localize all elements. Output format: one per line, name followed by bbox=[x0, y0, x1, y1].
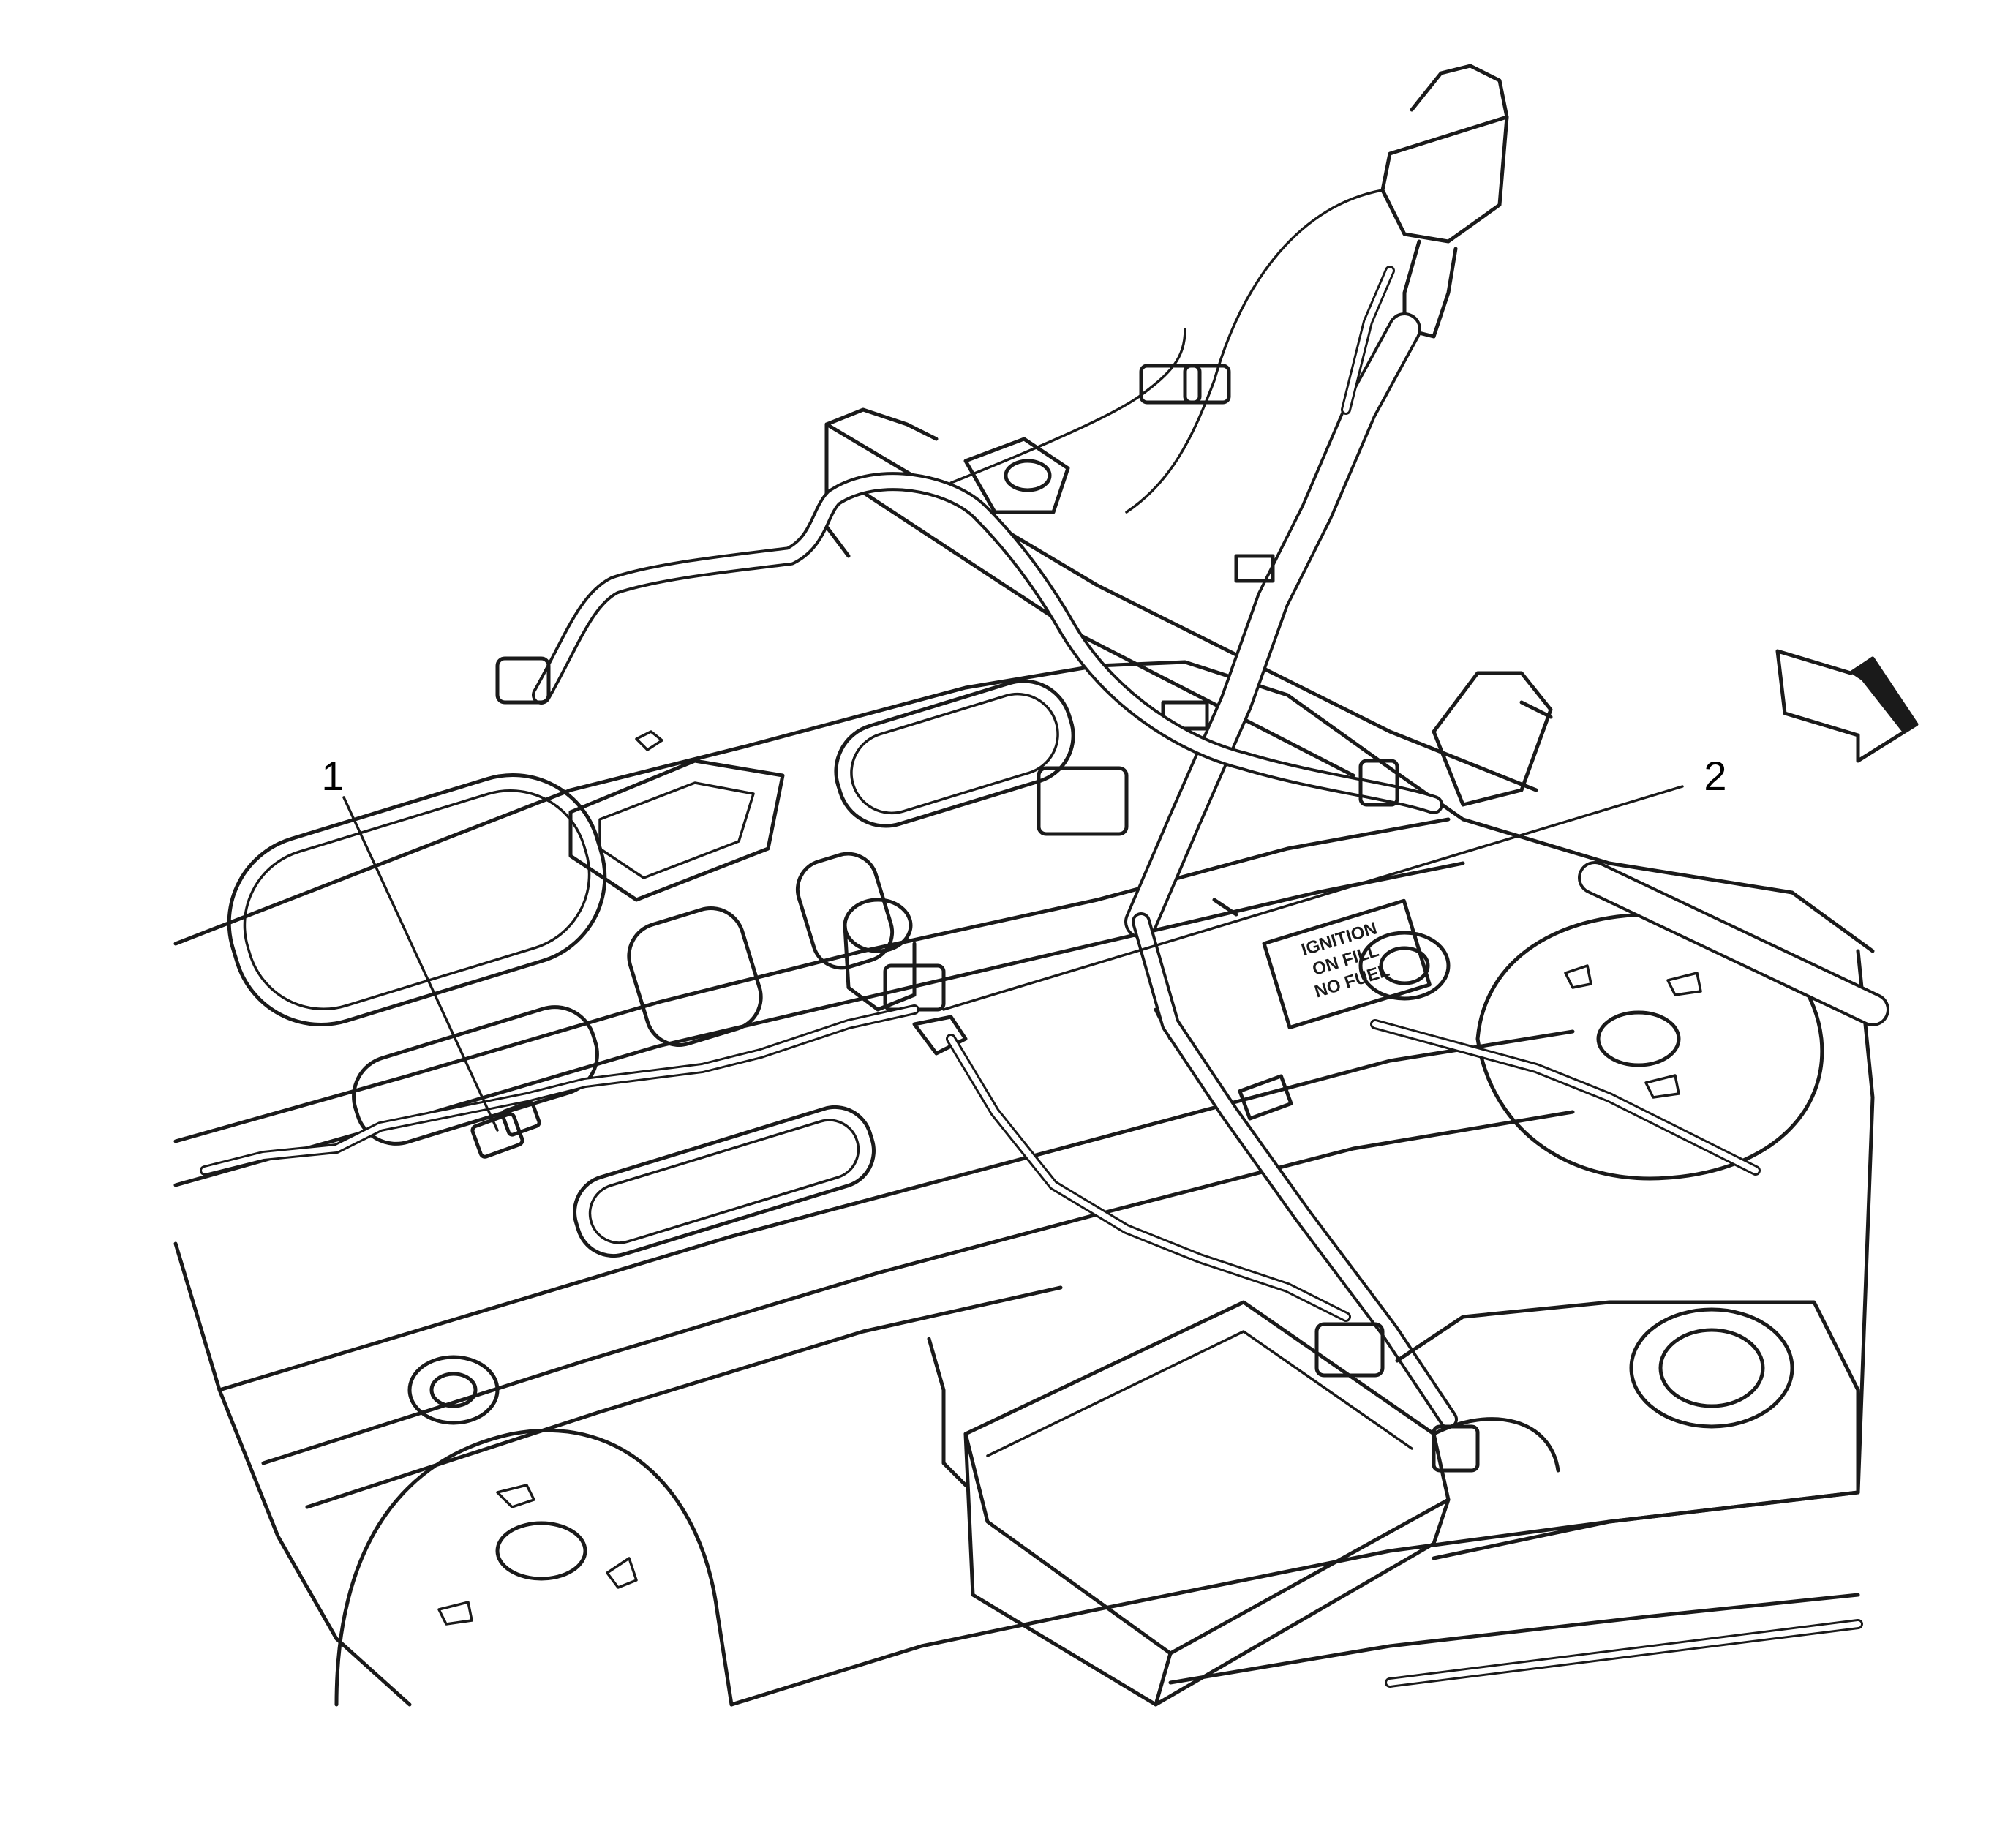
callout-1: 1 bbox=[321, 753, 499, 1132]
fuel-tank bbox=[1395, 1300, 1860, 1560]
floor-openings bbox=[227, 679, 1075, 1258]
floor-plug bbox=[407, 931, 1794, 1429]
fuel-filler-hose bbox=[1124, 64, 1509, 1429]
front-direction-arrow-icon bbox=[1775, 649, 1919, 763]
rear-lines bbox=[1370, 861, 1889, 1688]
callout-2-label: 2 bbox=[1704, 753, 1726, 799]
evap-canister bbox=[927, 1300, 1480, 1707]
spare-wheel-well-right bbox=[1475, 912, 1824, 1181]
filler-vent-line bbox=[1125, 189, 1395, 514]
callout-2: 2 bbox=[942, 753, 1727, 1011]
callout-1-label: 1 bbox=[321, 753, 344, 799]
evap-vapor-line bbox=[200, 1004, 1351, 1322]
spare-wheel-well-left bbox=[334, 1428, 734, 1707]
evap-vent-valve bbox=[843, 898, 968, 1056]
fuel-fill-decal: IGNITION ON FILL NO FUEL bbox=[1262, 898, 1432, 1029]
rear-wiring-harness bbox=[495, 328, 1443, 836]
access-cover-plate bbox=[568, 730, 785, 902]
